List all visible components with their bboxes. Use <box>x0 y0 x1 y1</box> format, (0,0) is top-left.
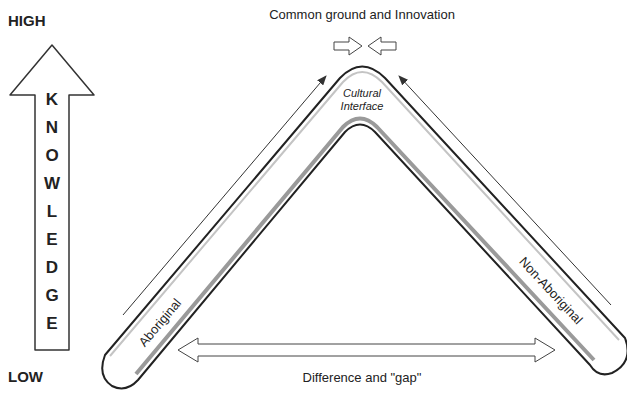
block-arrow-left <box>368 37 396 55</box>
interface-label: Cultural Interface <box>331 87 393 113</box>
axis-low: LOW <box>8 368 43 385</box>
block-arrow-right <box>334 37 362 55</box>
knowledge-arrow: KNOWLEDGE <box>8 42 100 354</box>
boomerang-stroke <box>136 119 594 375</box>
top-caption: Common ground and Innovation <box>269 7 455 22</box>
boomerang: Cultural InterfaceAboriginalNon-Aborigin… <box>95 55 627 395</box>
axis-high: HIGH <box>8 12 46 29</box>
rising-arrow-left <box>123 76 326 315</box>
knowledge-arrow-stroke <box>10 45 94 350</box>
bottom-caption: Difference and "gap" <box>303 370 422 385</box>
axis-title: KNOWLEDGE <box>42 86 62 338</box>
knowledge-arrow-outline <box>8 42 100 354</box>
double-arrow <box>178 338 555 362</box>
boomerang-stroke <box>110 72 619 356</box>
boomerang-stroke <box>102 67 627 389</box>
